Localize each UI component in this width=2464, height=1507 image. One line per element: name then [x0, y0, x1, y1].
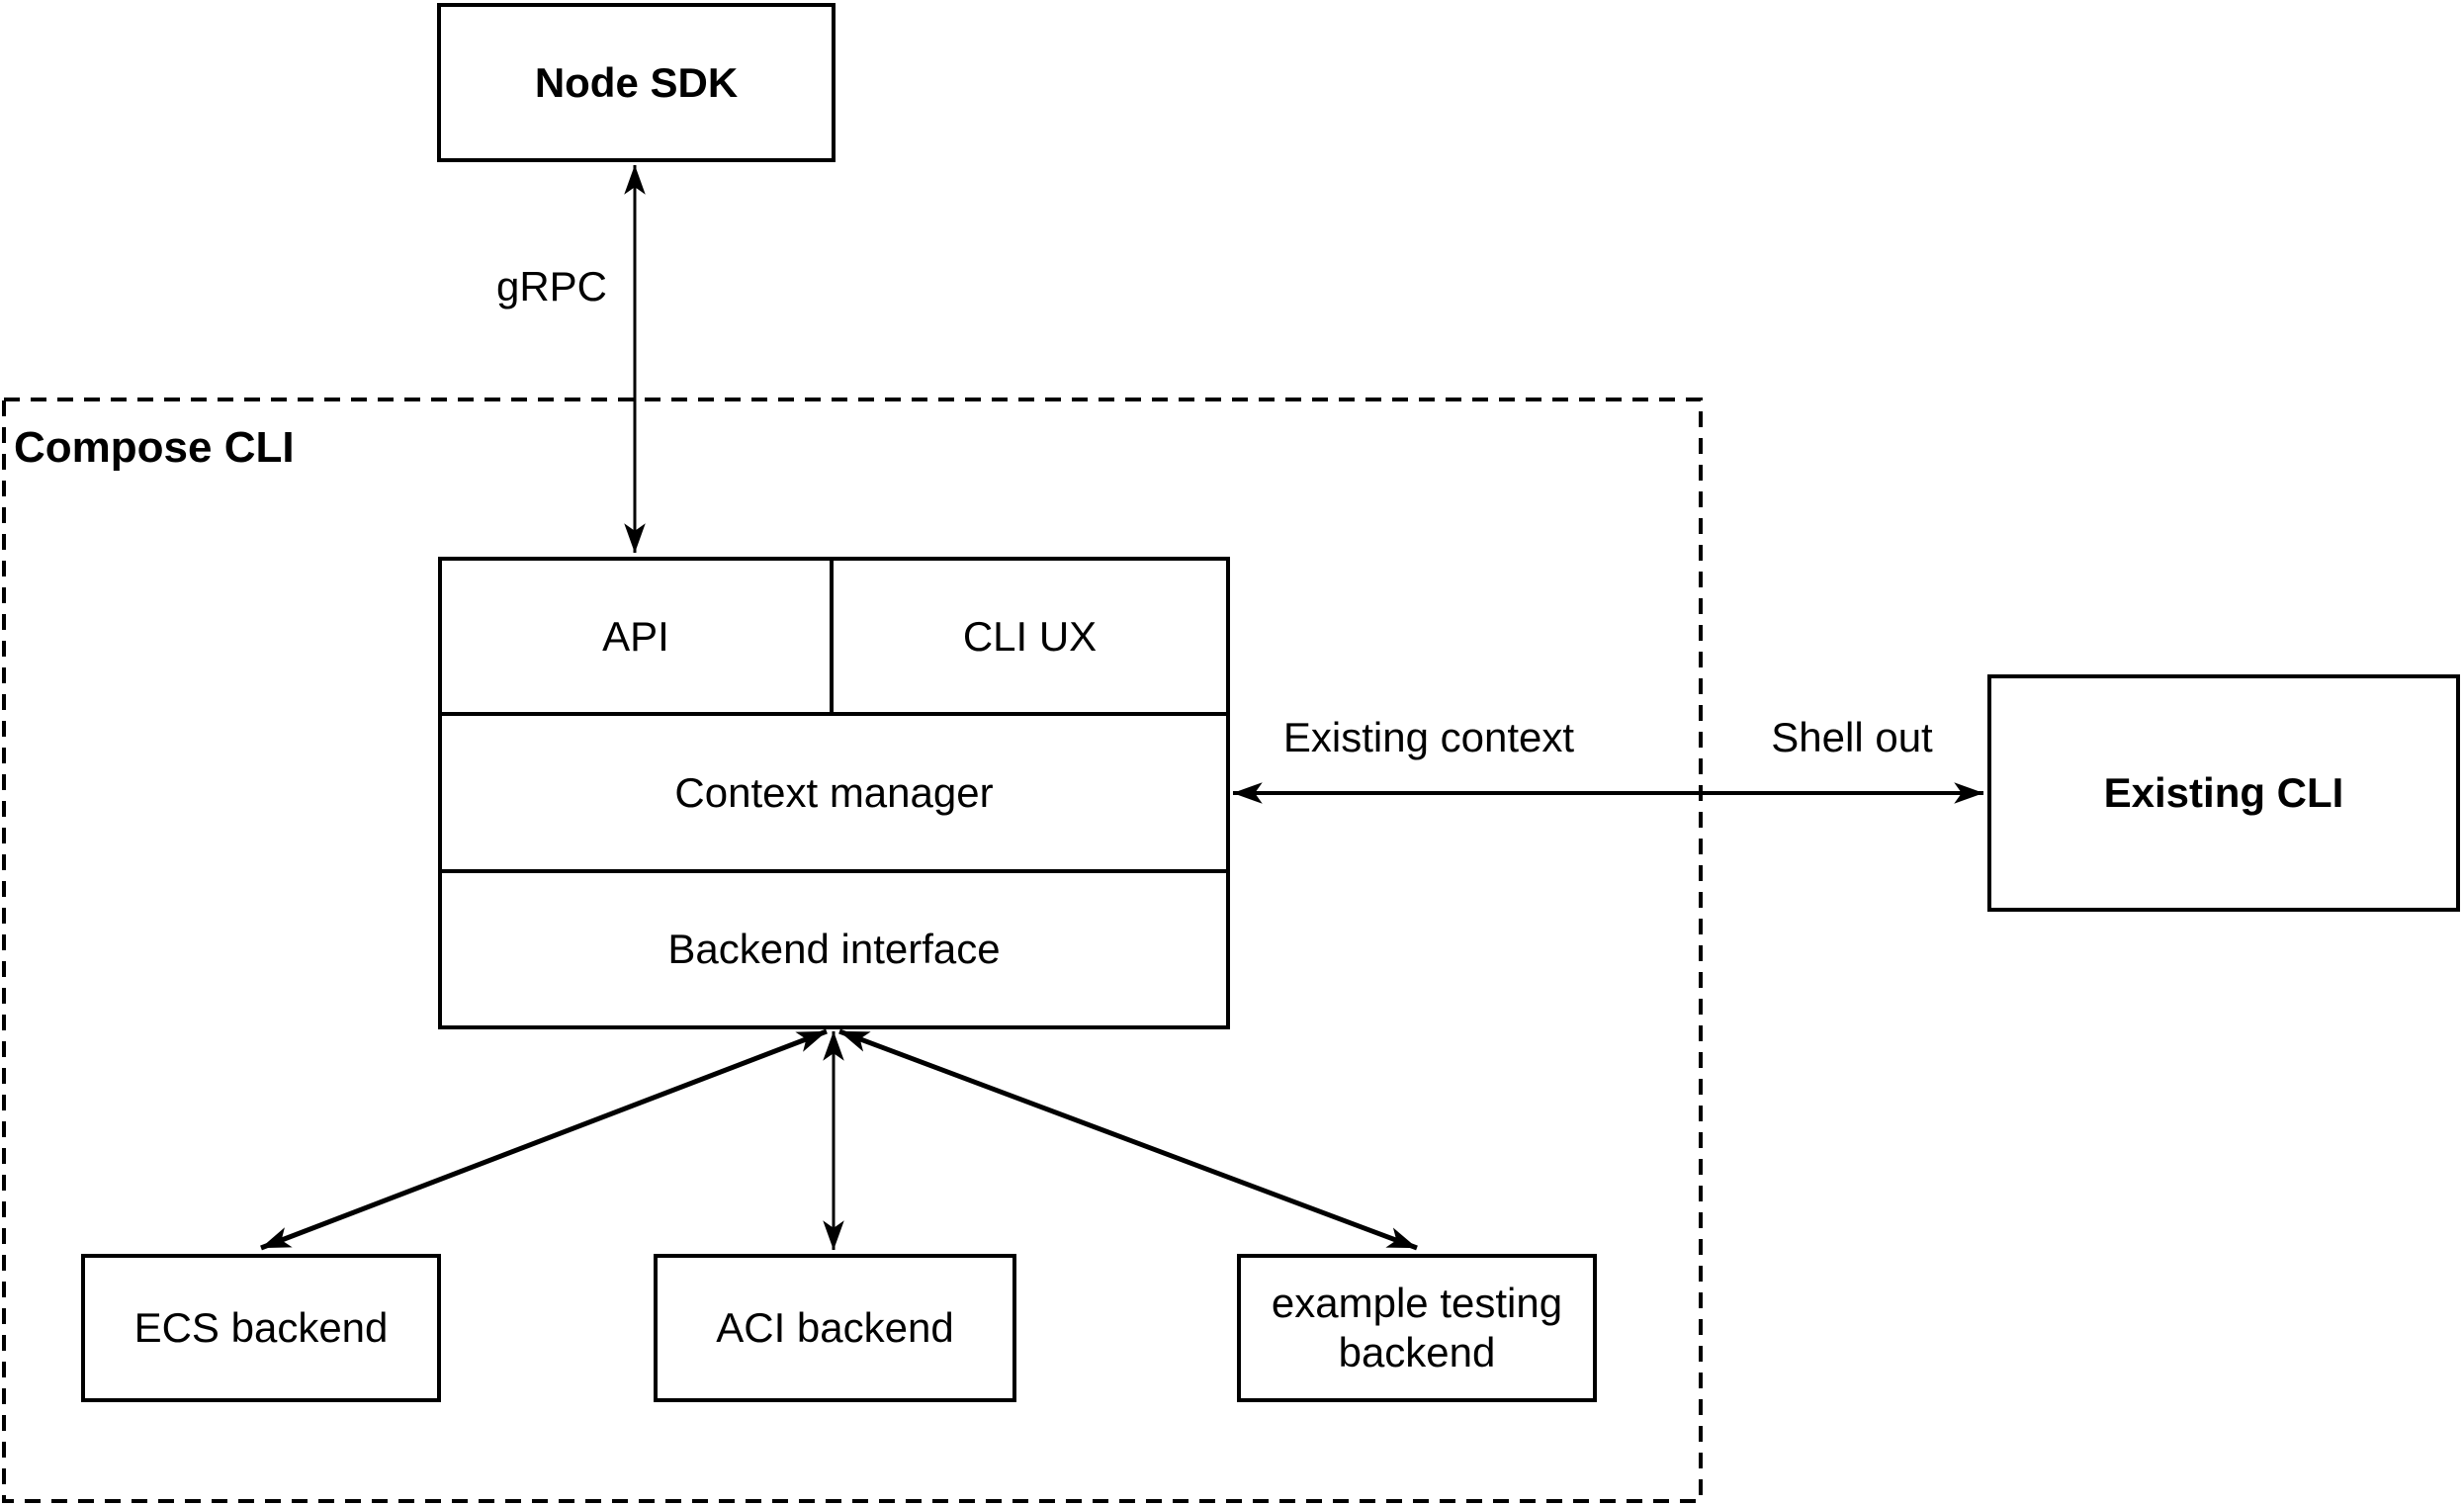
context-manager-label: Context manager [674, 768, 994, 816]
cli-ux-cell: CLI UX [834, 561, 1226, 712]
example-testing-backend-label: example testing backend [1271, 1280, 1563, 1375]
compose-cli-container-label: Compose CLI [14, 423, 295, 472]
example-backend-arrow [838, 1028, 1418, 1251]
ecs-backend-box: ECS backend [81, 1254, 441, 1402]
shell-out-edge-label: Shell out [1771, 713, 1933, 760]
node-sdk-box: Node SDK [437, 3, 836, 162]
node-sdk-label: Node SDK [534, 58, 739, 106]
ecs-backend-label: ECS backend [133, 1304, 389, 1352]
compose-cli-stack-box: API CLI UX Context manager Backend inter… [438, 557, 1230, 1029]
grpc-edge-label: gRPC [495, 262, 608, 310]
stack-horizontal-divider-2 [442, 869, 1226, 873]
existing-cli-box: Existing CLI [1987, 674, 2460, 912]
cli-ux-label: CLI UX [962, 612, 1098, 660]
stack-vertical-divider [830, 561, 834, 716]
ecs-backend-arrow [260, 1028, 828, 1251]
backend-interface-cell: Backend interface [442, 873, 1226, 1025]
api-cell: API [442, 561, 830, 712]
aci-backend-box: ACI backend [654, 1254, 1016, 1402]
aci-backend-label: ACI backend [716, 1304, 954, 1352]
example-testing-backend-box: example testing backend [1237, 1254, 1597, 1402]
existing-context-edge-label: Existing context [1282, 713, 1575, 760]
backend-interface-label: Backend interface [667, 926, 1001, 973]
existing-cli-label: Existing CLI [2103, 769, 2344, 817]
compose-cli-container-border [2, 398, 1703, 1503]
api-label: API [602, 612, 669, 660]
context-manager-cell: Context manager [442, 716, 1226, 869]
stack-horizontal-divider-1 [442, 712, 1226, 716]
